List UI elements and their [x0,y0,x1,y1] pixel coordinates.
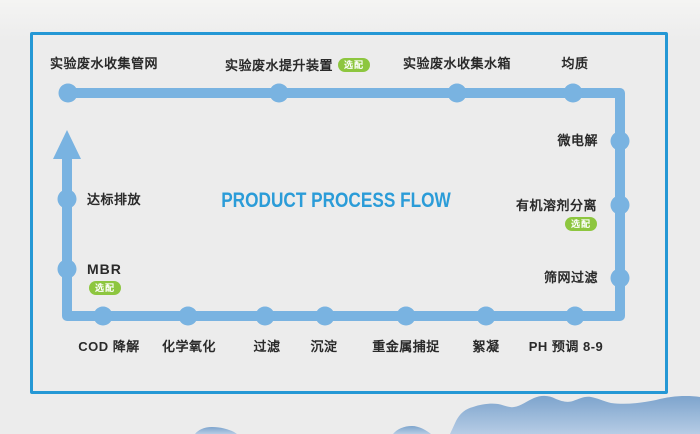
wave-shape-mid [393,426,431,434]
station-mbr: MBR [87,261,122,277]
mountain-decoration [195,395,700,434]
flow-node [396,306,416,326]
station-standard-discharge: 达标排放 [87,192,142,207]
flow-node [610,268,630,288]
flow-node [610,131,630,151]
wave-shape-left [195,427,237,434]
diagram-frame [30,32,668,394]
station-micro-electrolysis: 微电解 [557,133,598,148]
station-homogenization: 均质 [561,56,589,71]
station-screen-filtration: 筛网过滤 [543,270,598,285]
flow-node [269,83,289,103]
station-cod-degradation: COD 降解 [78,339,140,354]
flow-node [610,195,630,215]
optional-badge: 选配 [564,217,597,231]
optional-badge: 选配 [338,57,371,72]
station-flocculation: 絮凝 [472,339,500,354]
station-ph-preadjust: PH 预调 8-9 [528,339,604,354]
flow-node [57,189,77,209]
mountain-ridge-shape [450,395,700,434]
station-collection-pipe-network: 实验废水收集管网 [50,56,159,71]
diagram-title: PRODUCT PROCESS FLOW [221,189,451,212]
flow-node [565,306,585,326]
station-lifting-device: 实验废水提升装置 [225,58,334,73]
flow-node [563,83,583,103]
flow-node [178,306,198,326]
station-sedimentation: 沉淀 [310,339,338,354]
station-organic-solvent-separation: 有机溶剂分离 [515,198,597,213]
flow-node [93,306,113,326]
flow-node [255,306,275,326]
flow-node [58,83,78,103]
flow-node [447,83,467,103]
optional-badge: 选配 [89,281,122,295]
flow-node [476,306,496,326]
station-filtration: 过滤 [253,339,281,354]
flow-node [57,259,77,279]
station-heavy-metal-capture: 重金属捕捉 [372,339,440,354]
flow-node [315,306,335,326]
station-chemical-oxidation: 化学氧化 [161,339,217,354]
flow-arrow-up-icon [53,130,81,159]
station-lifting-device-row: 实验废水提升装置 选配 [225,55,371,74]
station-collection-tank: 实验废水收集水箱 [402,56,512,71]
